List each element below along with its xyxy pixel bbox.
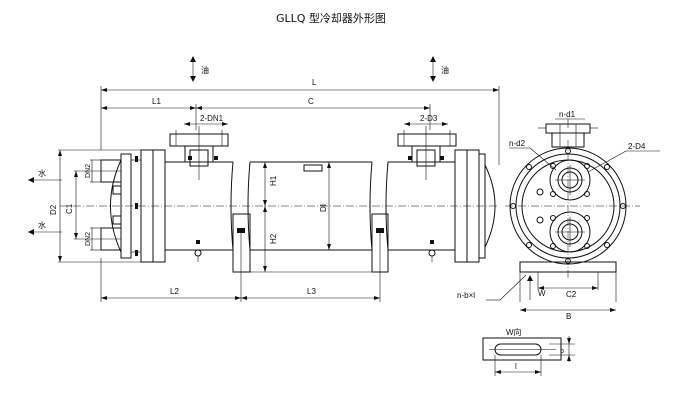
dim-DN2-top-label: DN2 <box>85 164 92 178</box>
dim-B-label: B <box>566 312 571 321</box>
dimension-H1-H2: H1 H2 <box>250 162 372 273</box>
detail-l-label: l <box>515 362 517 371</box>
water-label-top: 水 <box>38 168 46 178</box>
dim-H2-label: H2 <box>269 233 278 244</box>
oil-flow-left: 油 <box>190 56 209 82</box>
dim-nbl-label: n-b×l <box>457 291 475 300</box>
drawing-title: GLLQ 型冷却器外形图 <box>276 11 386 25</box>
dim-D2-label: D2 <box>49 204 58 215</box>
water-label-bottom: 水 <box>38 220 46 230</box>
dim-d4-label: 2-D4 <box>628 142 646 151</box>
nozzle-dn1-callout: 2-DN1 <box>184 114 228 126</box>
dim-dn1-label: 2-DN1 <box>200 114 224 123</box>
dimension-L1-C: L1 C <box>101 97 431 130</box>
cooler-side-view <box>505 123 640 302</box>
oil-label-right: 油 <box>441 65 449 75</box>
dim-C1-label: C1 <box>65 203 74 214</box>
dim-C-label: C <box>308 97 314 106</box>
detail-b-label: b <box>560 348 564 355</box>
dim-L-label: L <box>312 78 317 87</box>
oil-label-left: 油 <box>201 65 209 75</box>
dimension-L: L <box>100 78 500 165</box>
nozzle-d3-callout: 2-D3 <box>404 114 448 126</box>
dim-DN2-bottom-label: DN2 <box>85 232 92 246</box>
dimension-C1: C1 <box>65 170 101 240</box>
dim-nd2-label: n-d2 <box>509 139 526 148</box>
dimension-D2: D2 <box>49 149 141 263</box>
dimension-DI: DI <box>319 162 331 250</box>
dim-H1-label: H1 <box>269 175 278 186</box>
dim-DI-label: DI <box>319 204 328 212</box>
dim-L3-label: L3 <box>307 287 316 296</box>
dimension-DN2: DN2 DN2 <box>85 159 101 251</box>
dim-W-label: W <box>538 289 546 298</box>
dim-nd1-label: n-d1 <box>559 110 576 119</box>
cooler-front-view <box>60 126 498 273</box>
dim-C2-label: C2 <box>566 290 577 299</box>
oil-flow-right: 油 <box>430 56 449 82</box>
water-flow-indicators: 水 水 <box>28 168 62 235</box>
w-view-detail: W向 b l <box>482 327 575 376</box>
dim-L1-label: L1 <box>152 97 161 106</box>
w-view-title: W向 <box>506 327 522 337</box>
dim-L2-label: L2 <box>170 287 179 296</box>
dimension-L2-L3: L2 L3 <box>100 258 381 302</box>
dim-d3-label: 2-D3 <box>420 114 438 123</box>
side-view-annotations: n-d1 n-d2 2-D4 n-b×l W C2 B <box>457 110 660 321</box>
